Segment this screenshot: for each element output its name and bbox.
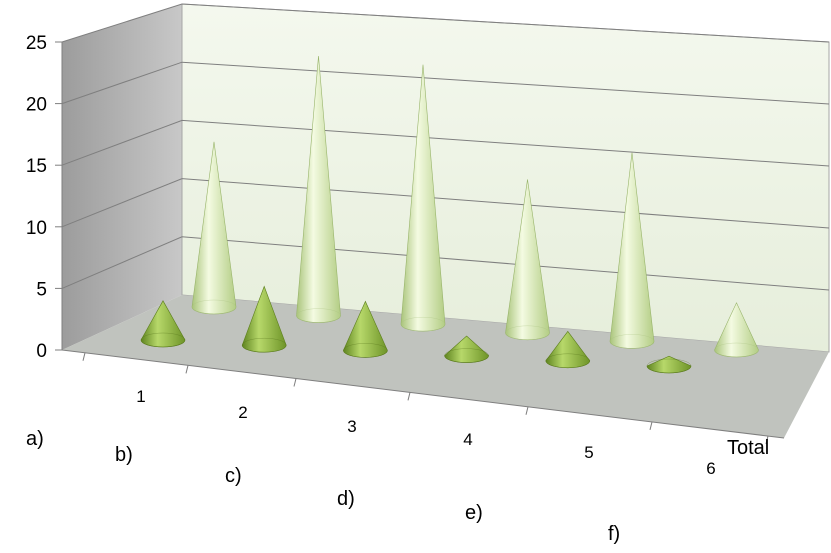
series-label: f) — [608, 523, 620, 545]
series-label: d) — [337, 488, 355, 510]
front-cone-base — [241, 337, 287, 353]
series-label: a) — [26, 428, 44, 450]
category-tick-mark — [82, 352, 86, 361]
category-label: 4 — [463, 430, 472, 449]
back-cone — [400, 64, 446, 332]
gridlines — [61, 3, 830, 291]
left-side-wall — [62, 4, 182, 350]
front-cone-base — [545, 353, 591, 369]
category-tick-mark — [649, 421, 653, 431]
y-tick-label: 10 — [26, 218, 47, 239]
category-tick-mark — [185, 365, 189, 374]
gridline — [61, 178, 830, 229]
front-cone-base — [140, 332, 186, 348]
back-cone — [714, 302, 759, 358]
series-axis: a) b) c) d) e) f) Total — [26, 428, 769, 545]
category-label: 1 — [136, 387, 145, 406]
category-label: 3 — [347, 417, 356, 436]
value-axis: 0 5 10 15 20 25 — [26, 33, 63, 362]
category-label: 2 — [238, 403, 247, 422]
back-cone-base — [714, 342, 759, 358]
back-cone — [505, 179, 550, 341]
back-cone-base — [296, 308, 341, 323]
category-axis: 1 2 3 4 5 6 — [61, 349, 785, 478]
front-cone — [140, 300, 186, 348]
chart-walls — [62, 3, 830, 438]
back-cone-base — [400, 316, 446, 332]
y-tick-label: 25 — [26, 33, 47, 54]
back-wall — [181, 3, 830, 353]
front-cone — [241, 285, 287, 353]
front-cone — [444, 335, 489, 363]
category-tick-mark — [407, 392, 411, 401]
gridline — [61, 3, 830, 43]
back-cone-base — [505, 325, 550, 341]
front-cone-base — [444, 348, 489, 363]
front-series-cones — [140, 285, 692, 374]
category-axis-line — [61, 349, 785, 439]
back-series-cones — [191, 55, 759, 358]
front-cone-base — [343, 343, 388, 358]
y-tick-label: 5 — [36, 279, 47, 300]
gridline — [61, 119, 830, 167]
category-tick-mark — [765, 435, 769, 445]
series-label: e) — [465, 502, 483, 524]
category-label: 6 — [706, 459, 715, 478]
front-cone — [343, 300, 388, 358]
y-tick-label: 20 — [26, 95, 47, 116]
series-label: c) — [225, 465, 242, 487]
y-tick-label: 0 — [36, 341, 47, 362]
series-label: b) — [115, 444, 133, 466]
front-cone — [545, 330, 591, 369]
category-label: 5 — [584, 443, 593, 462]
gridline — [61, 61, 830, 105]
back-cone — [609, 152, 655, 349]
category-tick-mark — [525, 406, 529, 415]
category-tick-mark — [293, 378, 297, 387]
y-tick-label: 15 — [26, 156, 47, 177]
back-cone — [296, 55, 341, 323]
front-cone — [646, 355, 692, 374]
back-cone — [191, 141, 237, 315]
series-label: Total — [727, 437, 769, 459]
gridline — [61, 236, 830, 291]
front-cone-base — [646, 358, 692, 374]
back-cone-base — [609, 334, 655, 349]
back-cone-base — [191, 299, 237, 315]
